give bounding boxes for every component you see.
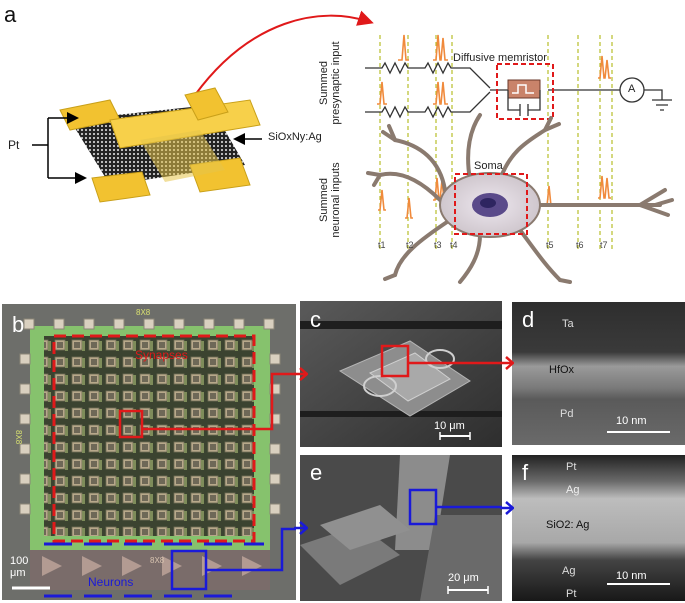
layer-f-3: SiO2: Ag — [546, 519, 590, 531]
pt-label: Pt — [8, 138, 20, 152]
layer-d-bot: Pd — [560, 408, 574, 420]
scale-label-d: 10 nm — [616, 415, 647, 427]
scale-label-c: 10 μm — [434, 420, 465, 432]
panel-f-letter: f — [522, 460, 529, 485]
presyn-label: Summed presynaptic input — [318, 38, 358, 128]
tick-t6: t6 — [576, 240, 584, 250]
neuron — [366, 113, 674, 284]
neuronal-label-line1: Summed — [318, 177, 330, 223]
panel-a-figure — [32, 10, 674, 284]
panel-d-tem-image — [512, 302, 685, 445]
sio-label: SiOxNy:Ag — [268, 131, 322, 143]
chip-text-bottom: 8X8 — [150, 556, 165, 565]
layer-f-2: Ag — [566, 484, 580, 496]
red-curve-arrow — [194, 10, 374, 96]
scale-label-b-line2: μm — [10, 567, 26, 579]
c-to-d-connector — [500, 356, 514, 370]
tick-t1: t1 — [378, 240, 386, 250]
layer-d-top: Ta — [562, 318, 574, 330]
panel-c-sem-image — [300, 301, 502, 447]
panel-a-letter: a — [4, 2, 17, 27]
chip-text-left: 8X8 — [14, 430, 23, 445]
layer-f-4: Ag — [562, 565, 576, 577]
layer-f-5: Pt — [566, 588, 577, 600]
sio-label-text: SiOxNy:Ag — [268, 131, 322, 143]
synapses-label: Synapses — [135, 348, 188, 362]
presyn-label-line2: presynaptic input — [330, 41, 342, 125]
ammeter-label: A — [628, 83, 636, 95]
presyn-label-line1: Summed — [318, 60, 330, 106]
b-to-c-connector — [294, 367, 308, 381]
panel-d-letter: d — [522, 307, 535, 332]
c-zoom-box — [380, 344, 410, 378]
synapse-box — [52, 334, 256, 543]
panel-e-letter: e — [310, 460, 323, 485]
memristor-label: Diffusive memristor — [453, 52, 547, 64]
scale-label-b-line1: 100 — [10, 555, 29, 567]
panel-b-chip-image — [2, 304, 296, 600]
tick-t7: t7 — [600, 240, 608, 250]
neuronal-label: Summed neuronal inputs — [318, 155, 358, 245]
panel-e-sem-image — [300, 455, 502, 601]
tick-t4: t4 — [450, 240, 458, 250]
synapse-zoom-box — [118, 409, 144, 439]
chip-text-top: 8X8 — [136, 308, 151, 317]
layer-d-mid: HfOx — [549, 364, 575, 376]
panel-f-tem-image — [512, 455, 685, 601]
memristor-box — [496, 63, 554, 120]
panel-c-letter: c — [310, 307, 321, 332]
b-to-e-connector — [294, 521, 308, 535]
tick-t3: t3 — [434, 240, 442, 250]
crossbar-device — [59, 87, 261, 203]
tick-t5: t5 — [546, 240, 554, 250]
time-ticks: t1 t2 t3 t4 t5 t6 t7 — [372, 240, 632, 252]
scale-label-b: 100 μm — [10, 555, 28, 579]
neuronal-label-line2: neuronal inputs — [330, 162, 342, 238]
soma-box — [454, 173, 528, 235]
tick-t2: t2 — [406, 240, 414, 250]
soma-label: Soma — [474, 160, 503, 172]
scale-label-e: 20 μm — [448, 572, 479, 584]
panel-b-letter: b — [12, 312, 25, 337]
scale-label-f: 10 nm — [616, 570, 647, 582]
e-to-f-connector — [500, 501, 514, 515]
layer-f-1: Pt — [566, 461, 577, 473]
neurons-label: Neurons — [88, 575, 134, 589]
